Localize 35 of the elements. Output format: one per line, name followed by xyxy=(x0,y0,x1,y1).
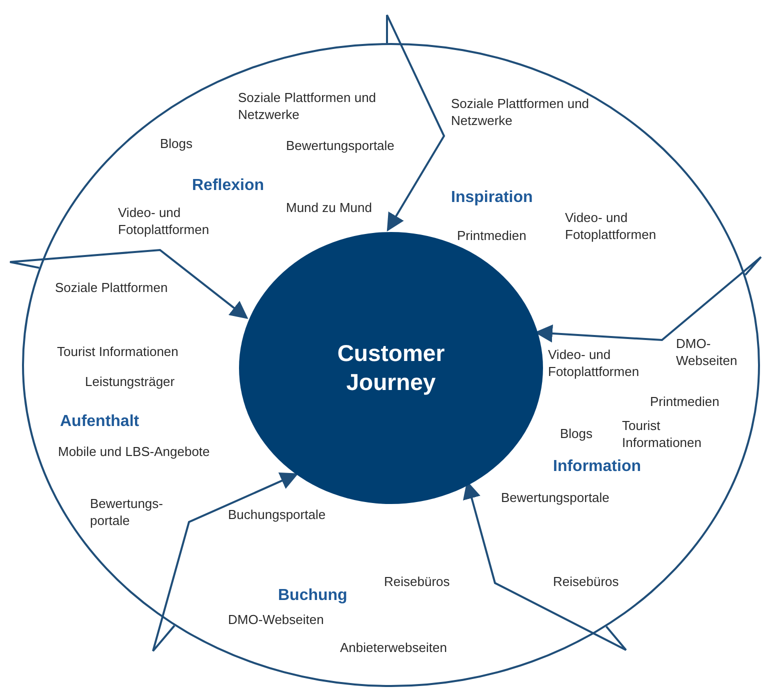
channel-label: Bewertungsportale xyxy=(501,490,610,507)
channel-label: Mobile und LBS-Angebote xyxy=(58,444,210,461)
channel-label: Blogs xyxy=(160,136,193,153)
channel-label: Reisebüros xyxy=(384,574,450,591)
channel-label: Soziale Plattformen und Netzwerke xyxy=(451,96,590,130)
channel-label: Tourist Informationen xyxy=(622,418,702,452)
channel-label: Bewertungsportale xyxy=(286,138,394,155)
phase-title: Buchung xyxy=(278,586,348,606)
channel-label: DMO-Webseiten xyxy=(228,612,324,629)
segment-arrow xyxy=(9,248,248,319)
channel-label: Video- und Fotoplattformen xyxy=(565,210,658,244)
channel-label: Soziale Plattformen und Netzwerke xyxy=(238,90,378,124)
channel-label: Bewertungs- portale xyxy=(90,496,164,530)
channel-label: Anbieterwebseiten xyxy=(340,640,447,657)
phase-title: Aufenthalt xyxy=(60,412,140,432)
channel-label: Blogs xyxy=(560,426,593,443)
channel-label: Leistungsträger xyxy=(85,374,175,391)
center-title: Customer Journey xyxy=(336,339,446,397)
channel-label: Video- und Fotoplattformen xyxy=(118,205,210,239)
channel-label: Reisebüros xyxy=(553,574,619,591)
channel-label: DMO- Webseiten xyxy=(676,336,738,370)
segment-arrow xyxy=(152,472,298,652)
channel-label: Buchungsportale xyxy=(228,507,326,524)
segment-arrow xyxy=(386,14,446,232)
channel-label: Printmedien xyxy=(457,228,526,245)
phase-title: Inspiration xyxy=(451,188,533,208)
channel-label: Printmedien xyxy=(650,394,720,411)
channel-label: Video- und Fotoplattformen xyxy=(548,347,640,381)
channel-label: Soziale Plattformen xyxy=(55,280,168,297)
channel-label: Tourist Informationen xyxy=(57,344,178,361)
channel-label: Mund zu Mund xyxy=(286,200,372,217)
phase-title: Information xyxy=(553,457,641,477)
segment-arrow xyxy=(534,256,762,342)
phase-title: Reflexion xyxy=(192,176,264,196)
cycle-ring xyxy=(22,43,760,687)
